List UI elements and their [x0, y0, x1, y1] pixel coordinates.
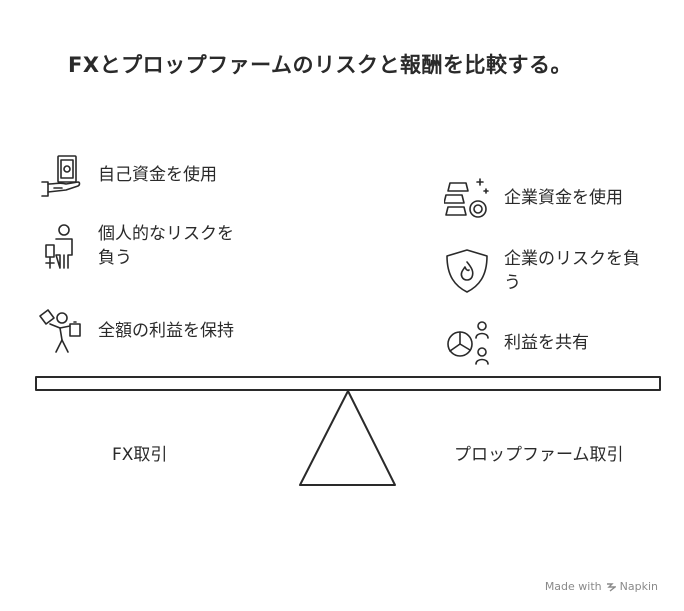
left-item-own-funds: 自己資金を使用 — [38, 152, 248, 198]
right-item-label: 利益を共有 — [504, 333, 589, 353]
left-item-label: 全額の利益を保持 — [98, 321, 234, 341]
right-item-share-profit: 利益を共有 — [444, 320, 654, 366]
pie-chart-people-icon — [444, 320, 490, 366]
left-group-label: FX取引 — [112, 445, 168, 465]
person-carrying-money-icon — [38, 308, 84, 354]
shield-flame-icon — [444, 248, 490, 294]
right-item-label: 企業資金を使用 — [504, 188, 623, 208]
seesaw-beam — [35, 376, 661, 391]
made-with-text: Made with — [544, 580, 602, 593]
napkin-logo-icon — [606, 582, 616, 592]
diagram-title: FXとプロップファームのリスクと報酬を比較する。 — [68, 53, 572, 77]
seesaw-fulcrum — [299, 390, 396, 486]
money-hand-icon — [38, 152, 84, 198]
left-item-label: 個人的なリスクを負う — [98, 224, 234, 268]
gold-bars-coin-icon — [444, 175, 490, 221]
brand-text: Napkin — [619, 580, 658, 593]
left-item-keep-profit: 全額の利益を保持 — [38, 308, 248, 354]
right-group-label: プロップファーム取引 — [454, 445, 624, 465]
left-item-personal-risk: 個人的なリスクを負う — [38, 222, 248, 270]
person-money-icon — [38, 223, 84, 269]
right-item-label: 企業のリスクを負う — [504, 249, 640, 293]
watermark: Made with Napkin — [545, 580, 658, 593]
right-item-firm-funds: 企業資金を使用 — [444, 175, 654, 221]
seesaw — [0, 370, 684, 495]
left-item-label: 自己資金を使用 — [98, 165, 217, 185]
right-item-firm-risk: 企業のリスクを負う — [444, 247, 654, 295]
